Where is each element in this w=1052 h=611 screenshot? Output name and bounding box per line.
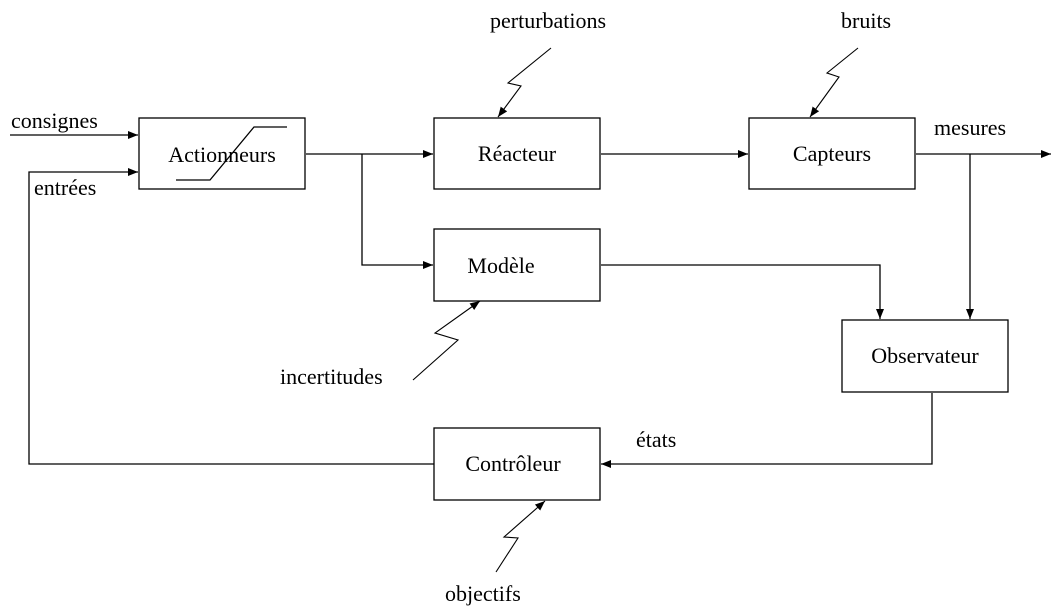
modele-block: Modèle <box>433 228 601 302</box>
objectifs-arrow <box>495 500 546 573</box>
entrees-label: entrées <box>34 175 96 200</box>
modele-label: Modèle <box>467 253 534 278</box>
capteurs-label: Capteurs <box>793 141 871 166</box>
reacteur-label: Réacteur <box>478 141 557 166</box>
actionneurs-label: Actionneurs <box>168 142 276 167</box>
bruits-label: bruits <box>841 8 891 33</box>
bruits-arrow <box>809 47 859 118</box>
etats-label: états <box>636 427 676 452</box>
actionneurs-to-modele-arrow <box>361 154 433 269</box>
consignes-label: consignes <box>11 108 98 133</box>
mesures-label: mesures <box>934 115 1006 140</box>
actionneurs-block: Actionneurs <box>138 117 306 190</box>
modele-to-observateur-arrow <box>601 264 884 319</box>
incertitudes-arrow <box>412 300 481 381</box>
observateur-label: Observateur <box>871 343 979 368</box>
perturbations-arrow <box>497 47 552 118</box>
capteurs-block: Capteurs <box>748 117 916 190</box>
observateur-block: Observateur <box>841 319 1009 393</box>
reacteur-block: Réacteur <box>433 117 601 190</box>
controleur-label: Contrôleur <box>465 451 561 476</box>
objectifs-label: objectifs <box>445 581 521 606</box>
perturbations-label: perturbations <box>490 8 606 33</box>
controleur-block: Contrôleur <box>433 427 601 501</box>
saturation-icon <box>176 126 287 181</box>
observateur-to-controleur-arrow <box>601 393 933 468</box>
incertitudes-label: incertitudes <box>280 364 383 389</box>
feedback-entrees-wire <box>28 168 434 465</box>
